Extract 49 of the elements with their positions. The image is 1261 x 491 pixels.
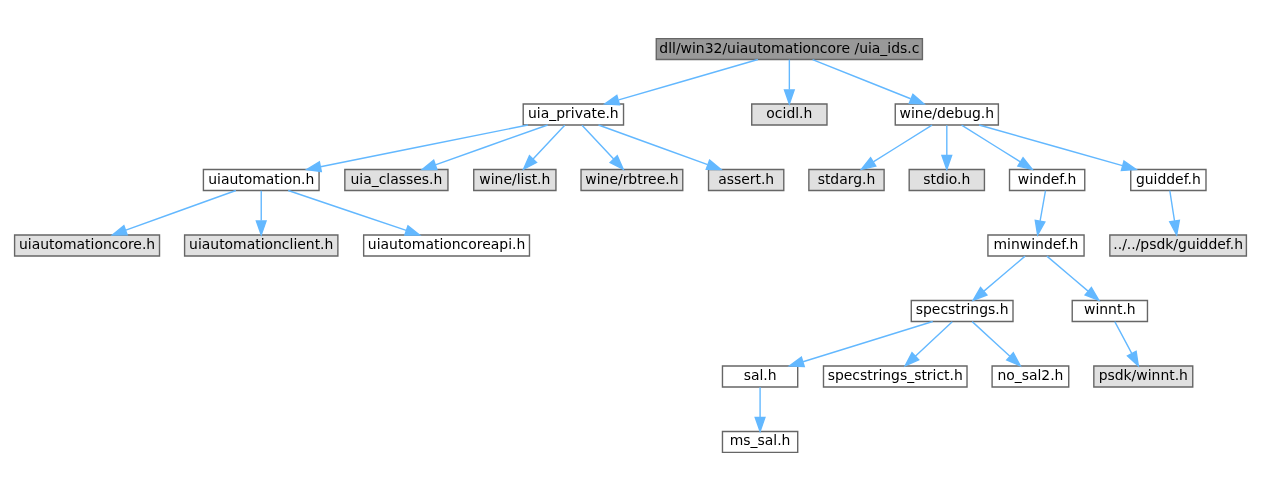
node-box: winnt.h (1071, 299, 1149, 323)
arrow (581, 124, 625, 171)
arrow (1046, 255, 1101, 302)
node-box: specstrings.h (910, 299, 1014, 323)
arrow (811, 58, 926, 105)
node-box: ocidl.h (751, 103, 828, 126)
node-box: psdk/winnt.h (1093, 365, 1194, 388)
node-box: uia_private.h (522, 103, 625, 126)
arrow (1034, 189, 1047, 237)
node-box: stdio.h (908, 168, 986, 192)
arrow (1168, 189, 1181, 237)
arrow (1114, 320, 1140, 368)
node-box: uiautomationcoreapi.h (362, 234, 531, 257)
arrow (940, 124, 953, 172)
arrow (903, 320, 953, 368)
node-box: uia_classes.h (344, 168, 449, 192)
arrow (255, 189, 268, 237)
node-box: windef.h (1008, 168, 1086, 192)
arrow (287, 189, 422, 236)
arrow (971, 255, 1026, 302)
node-box: wine/list.h (473, 168, 557, 192)
arrow (110, 189, 237, 236)
node-box: uiautomationclient.h (183, 234, 339, 257)
arrow (522, 124, 566, 171)
node-box: dll/win32/uiautomationcore /uia_ids.c (655, 37, 924, 61)
node-box: uiautomationcore.h (13, 234, 161, 257)
node-box: wine/debug.h (894, 103, 1000, 126)
arrow (960, 124, 1035, 171)
node-box: ../../psdk/guiddef.h (1109, 234, 1248, 257)
node-box: uiautomation.h (202, 168, 320, 192)
arrow (304, 124, 529, 173)
arrow (754, 386, 766, 434)
node-box: assert.h (707, 168, 785, 192)
arrow (783, 58, 796, 106)
arrow (602, 58, 759, 106)
node-box: guiddef.h (1130, 168, 1207, 192)
arrow (971, 320, 1022, 368)
node-box: wine/rbtree.h (580, 168, 684, 192)
arrow (859, 124, 933, 171)
arrow (787, 320, 934, 368)
node-box: specstrings_strict.h (822, 365, 968, 388)
node-box: stdarg.h (808, 168, 885, 192)
node-box: ms_sal.h (721, 430, 799, 454)
node-box: sal.h (721, 365, 799, 388)
arrow (420, 124, 549, 171)
arrow (978, 124, 1139, 172)
node-box: no_sal2.h (991, 365, 1070, 388)
arrow (597, 124, 723, 171)
node-box: minwindef.h (987, 234, 1085, 257)
